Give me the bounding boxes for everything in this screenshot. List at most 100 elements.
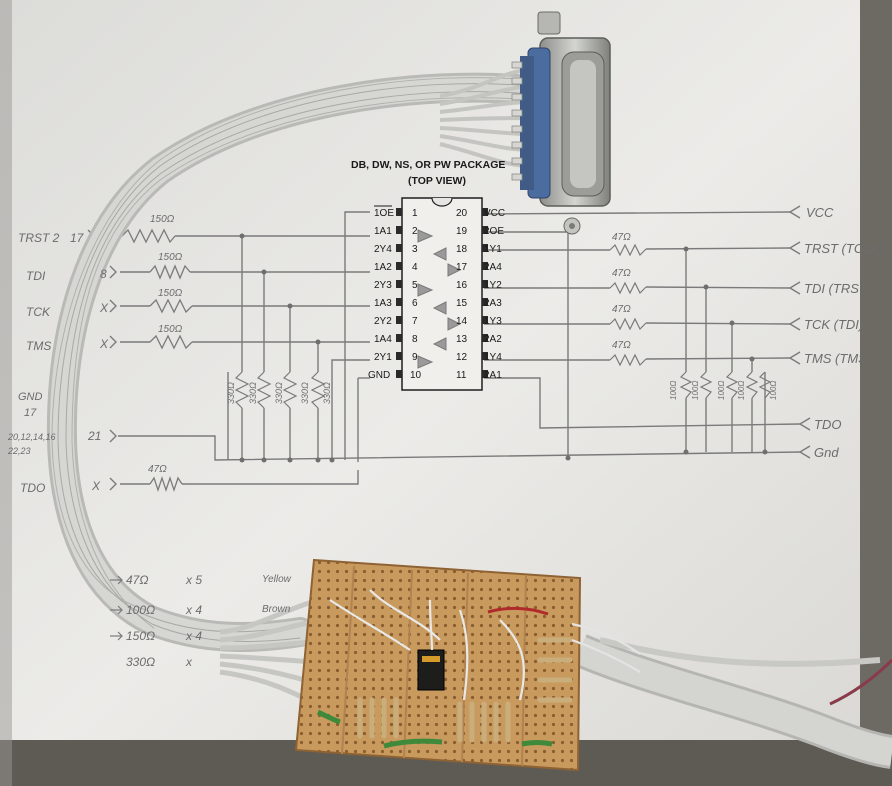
pulldown-label: 330Ω xyxy=(300,382,310,404)
pull-label: 100Ω xyxy=(737,381,746,400)
pin-left-num: 3 xyxy=(412,244,418,255)
db25-solder-cups xyxy=(511,61,523,181)
pin-right-name: 2A3 xyxy=(484,298,502,309)
left-signal-gnd-pins2: 22,23 xyxy=(7,446,31,456)
right-signal-vcc: VCC xyxy=(806,205,834,220)
right-pull-resistors xyxy=(679,371,772,399)
right-signal-gnd: Gnd xyxy=(814,445,839,460)
package-view: (TOP VIEW) xyxy=(408,175,466,187)
pulldown-label: 330Ω xyxy=(322,382,332,404)
resistor-label: 47Ω xyxy=(612,340,631,351)
pull-label: 100Ω xyxy=(691,381,700,400)
pin-right-num: 20 xyxy=(456,208,468,219)
pin-left-num: 6 xyxy=(412,298,418,309)
left-signal-tck-pin: X xyxy=(99,301,109,315)
junction-dots xyxy=(239,233,768,463)
parts-value: 100Ω xyxy=(126,603,155,617)
left-signal-trst-pin: 17 xyxy=(70,231,85,245)
right-signal-tdo: TDO xyxy=(814,417,841,432)
pin-left-name: 1A2 xyxy=(374,262,392,273)
left-signal-gnd: GND xyxy=(18,391,43,403)
left-signal-trst: TRST 2 xyxy=(18,231,60,245)
right-signal-tms: TMS (TMS) xyxy=(804,351,871,366)
pin-left-name: 1OE xyxy=(374,208,394,219)
left-series-resistors xyxy=(121,228,193,493)
pin-right-num: 14 xyxy=(456,316,468,327)
pin-left-num: 9 xyxy=(412,352,418,363)
parts-list-arrows xyxy=(110,575,123,641)
pin-left-name: 2Y4 xyxy=(374,244,392,255)
resistor-label: 150Ω xyxy=(158,324,183,335)
parts-qty: x xyxy=(185,655,193,669)
board-chip xyxy=(417,649,445,691)
left-signal-tdo-pin: X xyxy=(91,479,101,493)
pin-right-name: 1Y2 xyxy=(484,280,502,291)
pin-left-num: 7 xyxy=(412,316,418,327)
pin-right-num: 18 xyxy=(456,244,468,255)
pin-right-num: 17 xyxy=(456,262,468,273)
parts-qty: x 4 xyxy=(185,603,202,617)
pin-right-name: 2A1 xyxy=(484,370,502,381)
parts-qty: x 5 xyxy=(185,573,202,587)
pull-label: 100Ω xyxy=(717,381,726,400)
left-signal-tms-pin: X xyxy=(99,337,109,351)
pulldown-label: 330Ω xyxy=(274,382,284,404)
package-title: DB, DW, NS, OR PW PACKAGE xyxy=(351,159,505,171)
right-signal-tck: TCK (TDI) xyxy=(804,317,863,332)
pin-right-name: 1Y1 xyxy=(484,244,502,255)
ic-pin-stubs xyxy=(396,208,488,378)
parts-color: Yellow xyxy=(262,574,292,585)
pin-left-name: GND xyxy=(368,370,390,381)
pin-right-num: 11 xyxy=(456,370,467,381)
left-signal-tms: TMS xyxy=(26,339,51,353)
pulldown-label: 330Ω xyxy=(248,382,258,404)
schematic-wiring xyxy=(87,205,811,491)
left-signal-tdo: TDO xyxy=(20,481,45,495)
pull-label: 100Ω xyxy=(769,381,778,400)
db25-connector xyxy=(520,11,611,235)
ic-package xyxy=(401,197,483,391)
right-signal-trst: TRST (TCLK) xyxy=(804,241,883,256)
pin-right-num: 16 xyxy=(456,280,468,291)
pin-right-num: 12 xyxy=(456,352,468,363)
ribbon-cable-top xyxy=(46,72,545,652)
pin-right-name: VCC xyxy=(484,208,505,219)
resistor-label: 150Ω xyxy=(150,214,175,225)
pin-left-name: 1A1 xyxy=(374,226,392,237)
board-resistors xyxy=(357,637,573,743)
pin-left-num: 2 xyxy=(412,226,418,237)
left-signal-tck: TCK xyxy=(26,305,51,319)
parts-value: 47Ω xyxy=(126,573,148,587)
pin-left-name: 1A3 xyxy=(374,298,392,309)
left-signal-gnd-pins: 20,12,14,16 xyxy=(7,432,56,442)
pin-right-name: 1Y3 xyxy=(484,316,502,327)
resistor-label: 47Ω xyxy=(612,232,631,243)
pin-left-name: 1A4 xyxy=(374,334,392,345)
pin-left-num: 5 xyxy=(412,280,418,291)
pin-right-name: 2A2 xyxy=(484,334,502,345)
pin-left-num: 8 xyxy=(412,334,418,345)
pulldown-label: 330Ω xyxy=(226,382,236,404)
left-signal-tdi: TDI xyxy=(26,269,46,283)
resistor-label: 47Ω xyxy=(148,464,167,475)
left-signal-gnd-pin: 17 xyxy=(24,407,37,419)
buffer-triangles xyxy=(417,229,462,369)
resistor-label: 47Ω xyxy=(612,304,631,315)
board-wires xyxy=(316,589,641,749)
pin-right-num: 13 xyxy=(456,334,468,345)
pin-left-num: 10 xyxy=(410,370,422,381)
pin-right-name: 2A4 xyxy=(484,262,502,273)
parts-value: 330Ω xyxy=(126,655,155,669)
pulldown-resistors xyxy=(234,371,326,409)
parts-qty: x 4 xyxy=(185,629,202,643)
pin-right-num: 19 xyxy=(456,226,468,237)
resistor-label: 150Ω xyxy=(158,252,183,263)
resistor-label: 150Ω xyxy=(158,288,183,299)
pin-left-name: 2Y3 xyxy=(374,280,392,291)
parts-value: 150Ω xyxy=(126,629,155,643)
right-signal-tdi: TDI (TRST) xyxy=(804,281,871,296)
parts-color: Brown xyxy=(262,604,291,615)
